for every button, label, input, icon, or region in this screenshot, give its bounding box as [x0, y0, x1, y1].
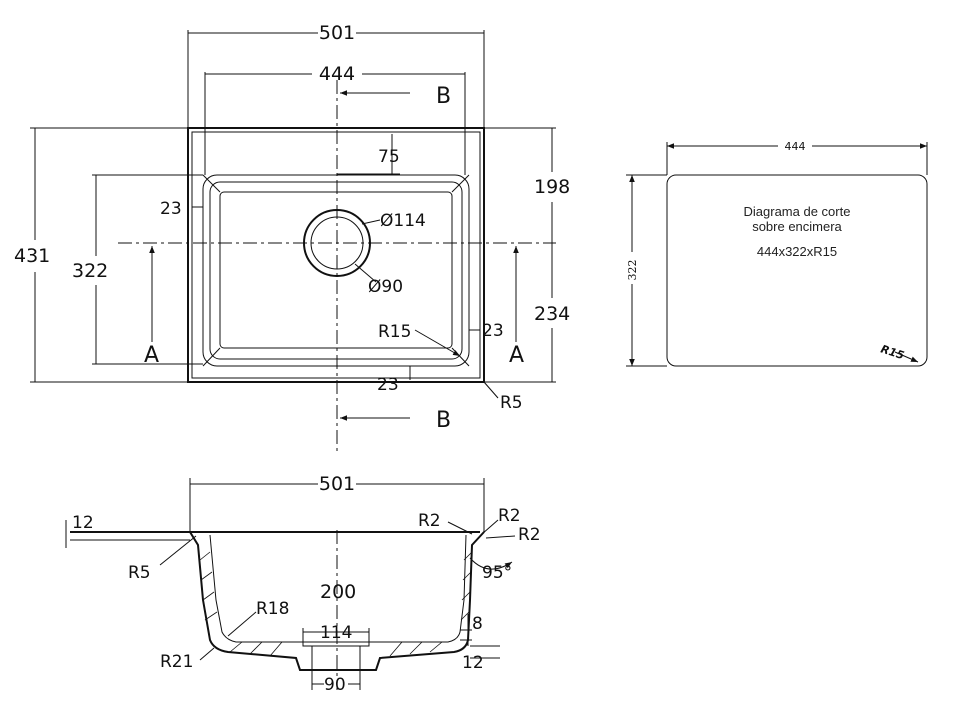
section-dim-rim-thickness: 12	[72, 513, 94, 533]
section-a-right-label: A	[509, 343, 524, 368]
bowl-floor-outline	[219, 191, 453, 349]
section-dim-left-rim-radius: R5	[128, 563, 151, 583]
section-hatch	[199, 551, 473, 657]
section-dim-outer-bottom-radius: R21	[160, 652, 193, 672]
dim-drain-inner: Ø90	[368, 277, 403, 297]
dim-overall-depth: 431	[14, 245, 50, 267]
section-a-left-label: A	[144, 343, 159, 368]
section-dim-drain-bottom: 90	[324, 675, 346, 695]
dim-drain-offset-bottom: 234	[534, 303, 570, 325]
dim-inner-radius: R15	[378, 322, 411, 342]
section-inner-profile	[209, 534, 467, 643]
cut-title-line2: sobre encimera	[752, 219, 842, 234]
cut-height: 322	[626, 260, 639, 281]
section-dim-drain-top: 114	[320, 623, 352, 643]
section-b-bottom-label: B	[436, 408, 451, 433]
bowl-outer-outline	[202, 174, 470, 367]
dim-rim-bottom: 23	[377, 375, 399, 395]
dim-rim-right: 23	[482, 321, 504, 341]
dim-drain-outer: Ø114	[380, 211, 426, 231]
sink-rim-inner-outline	[191, 131, 481, 379]
dim-overall-width: 501	[319, 22, 355, 44]
cut-size: 444x322xR15	[757, 244, 837, 259]
section-dim-bottom-radius: R18	[256, 599, 289, 619]
section-dim-wall: 8	[472, 614, 483, 634]
section-dim-r2-a: R2	[418, 511, 441, 531]
dim-bowl-width: 444	[319, 63, 355, 85]
section-dim-r2-b: R2	[498, 506, 521, 526]
dim-drain-offset-top: 198	[534, 176, 570, 198]
top-view: 501 444 B B A A 431 322	[14, 22, 570, 455]
dim-drain-offset-side: 75	[378, 147, 400, 167]
section-dim-depth: 200	[320, 581, 356, 603]
bowl-middle-outline	[209, 181, 463, 360]
cut-title-line1: Diagrama de corte	[744, 204, 851, 219]
cut-diagram: 444 322 Diagrama de corte sobre encimera…	[626, 140, 928, 367]
section-dim-r2-c: R2	[518, 525, 541, 545]
section-dim-angle: 95°	[482, 563, 512, 583]
section-view: 501 12 R5 R2 R2 R2 95° 200 R18 R21 114	[65, 473, 541, 695]
cut-outline	[666, 174, 928, 367]
section-dim-base: 12	[462, 653, 484, 673]
dim-outer-radius: R5	[500, 393, 523, 413]
sink-outer-outline	[187, 127, 485, 383]
dim-rim-left: 23	[160, 199, 182, 219]
dim-bowl-depth: 322	[72, 260, 108, 282]
section-b-top-label: B	[436, 84, 451, 109]
section-dim-overall-width: 501	[319, 473, 355, 495]
section-drain-body	[311, 645, 361, 671]
cut-width: 444	[785, 140, 806, 153]
cut-radius: R15	[879, 342, 906, 362]
